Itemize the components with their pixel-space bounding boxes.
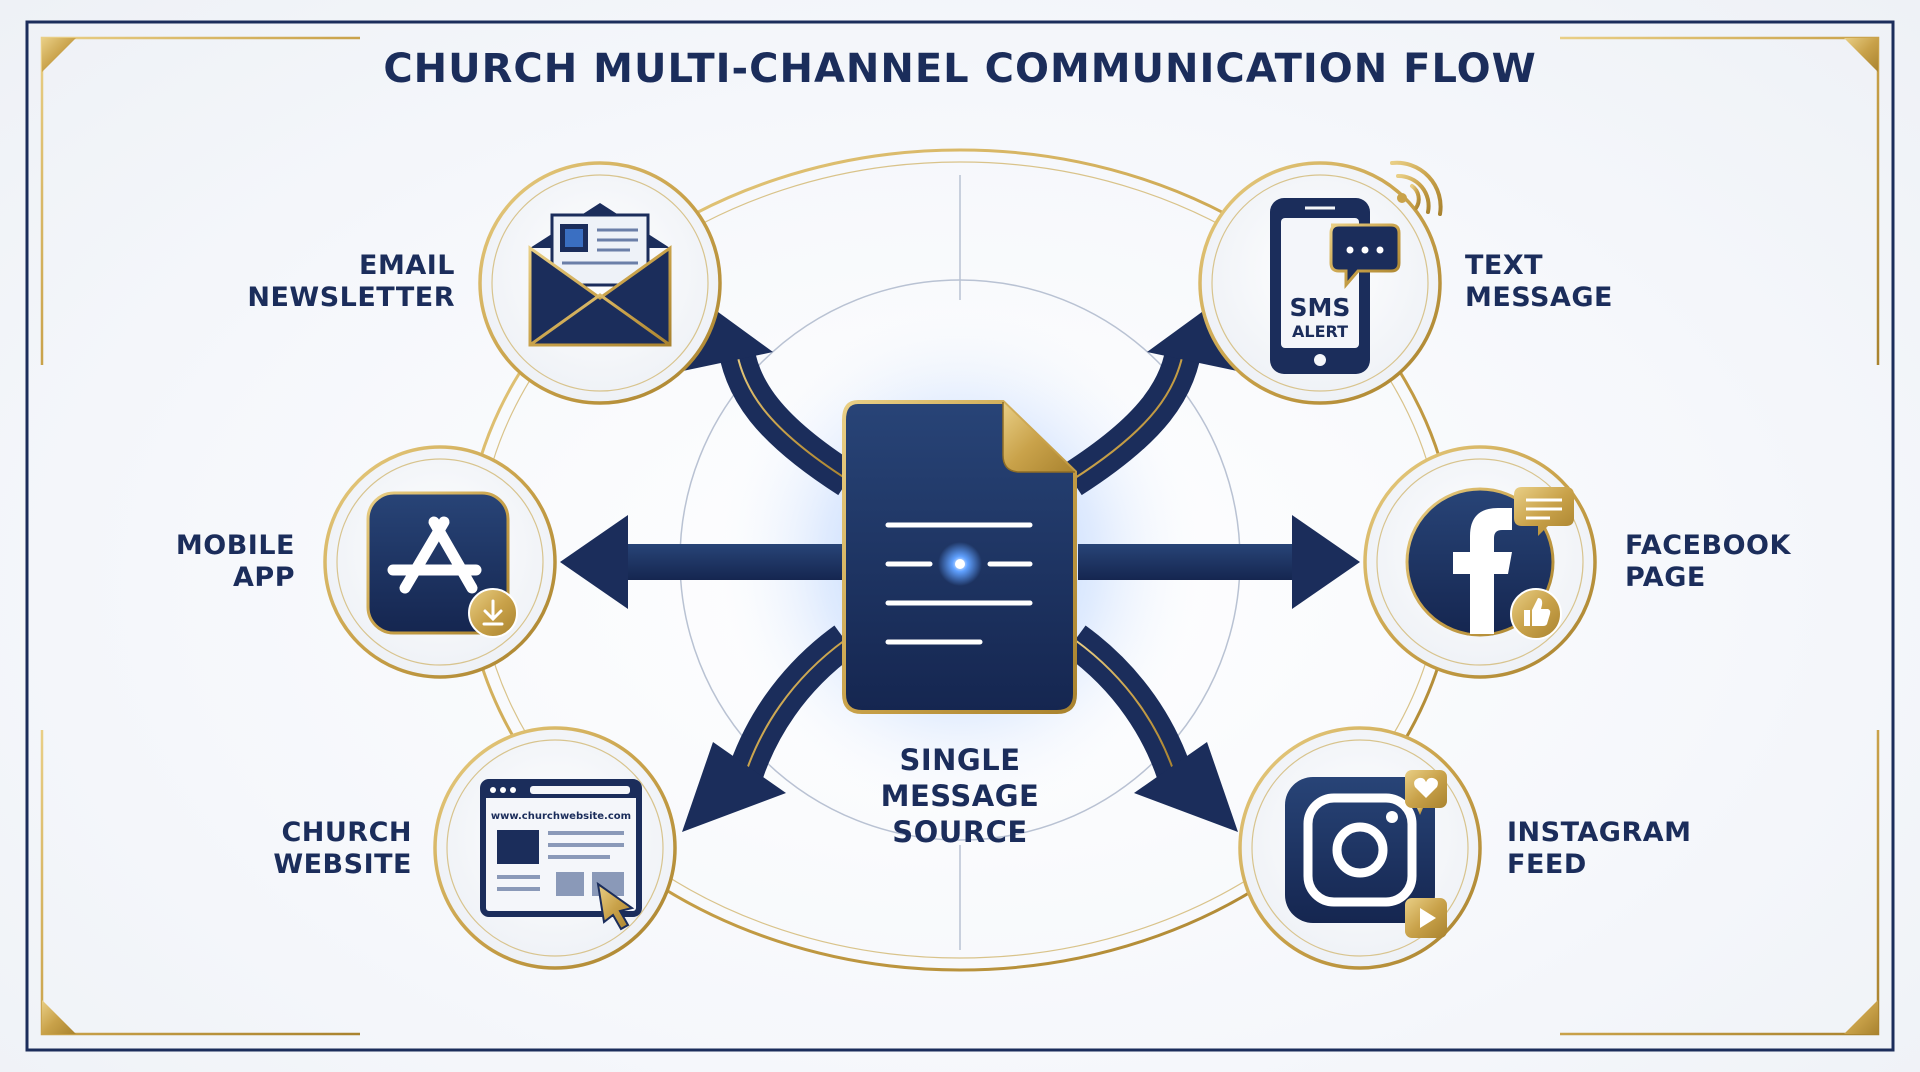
label-line: SINGLE <box>899 743 1021 777</box>
arrow-to-facebook-page <box>1078 515 1360 609</box>
instagram-icon <box>1285 770 1447 938</box>
envelope-icon <box>528 203 672 347</box>
chat-bubble-icon <box>1329 223 1401 290</box>
facebook-disc <box>1363 445 1597 679</box>
page-title: CHURCH MULTI-CHANNEL COMMUNICATION FLOW <box>383 46 1537 92</box>
phone-text-line-1: SMS <box>1290 293 1351 322</box>
email-disc <box>478 161 722 405</box>
flow-arrows <box>560 293 1360 832</box>
label-line: MESSAGE <box>880 779 1040 813</box>
app-store-icon <box>366 491 518 638</box>
label-facebook-page: FACEBOOK PAGE <box>1625 530 1825 594</box>
label-email-newsletter: EMAIL NEWSLETTER <box>180 250 455 314</box>
website-url: www.churchwebsite.com <box>491 811 631 822</box>
label-mobile-app: MOBILE APP <box>130 530 295 594</box>
outer-frame <box>25 20 1895 1052</box>
facebook-icon <box>1405 487 1574 640</box>
app-disc <box>323 445 557 679</box>
arrow-to-instagram-feed <box>1064 625 1238 832</box>
label-line: TEXT <box>1465 250 1544 281</box>
label-church-website: CHURCH WEBSITE <box>220 817 412 881</box>
arrow-to-church-website <box>682 625 856 832</box>
label-instagram-feed: INSTAGRAM FEED <box>1507 817 1747 881</box>
browser-icon: www.churchwebsite.com <box>480 779 642 931</box>
label-line: MOBILE <box>175 530 295 561</box>
label-line: CHURCH <box>281 817 412 848</box>
text-disc: SMS ALERT <box>1198 160 1443 405</box>
instagram-disc <box>1238 726 1482 970</box>
label-line: FACEBOOK <box>1625 530 1791 561</box>
signal-icon <box>1390 160 1443 216</box>
phone-text-line-2: ALERT <box>1292 322 1348 341</box>
label-line: EMAIL <box>359 250 455 281</box>
label-line: SOURCE <box>892 815 1028 849</box>
label-single-message-source: SINGLE MESSAGE SOURCE <box>820 742 1100 850</box>
label-line: PAGE <box>1625 562 1706 593</box>
arrow-to-mobile-app <box>560 515 842 609</box>
label-line: INSTAGRAM <box>1507 817 1692 848</box>
label-line: WEBSITE <box>273 849 412 880</box>
document-icon <box>842 400 1077 714</box>
label-line: NEWSLETTER <box>247 282 455 313</box>
website-disc: www.churchwebsite.com <box>433 726 677 970</box>
label-line: MESSAGE <box>1465 282 1613 313</box>
label-line: FEED <box>1507 849 1587 880</box>
label-line: APP <box>233 562 295 593</box>
label-text-message: TEXT MESSAGE <box>1465 250 1725 314</box>
